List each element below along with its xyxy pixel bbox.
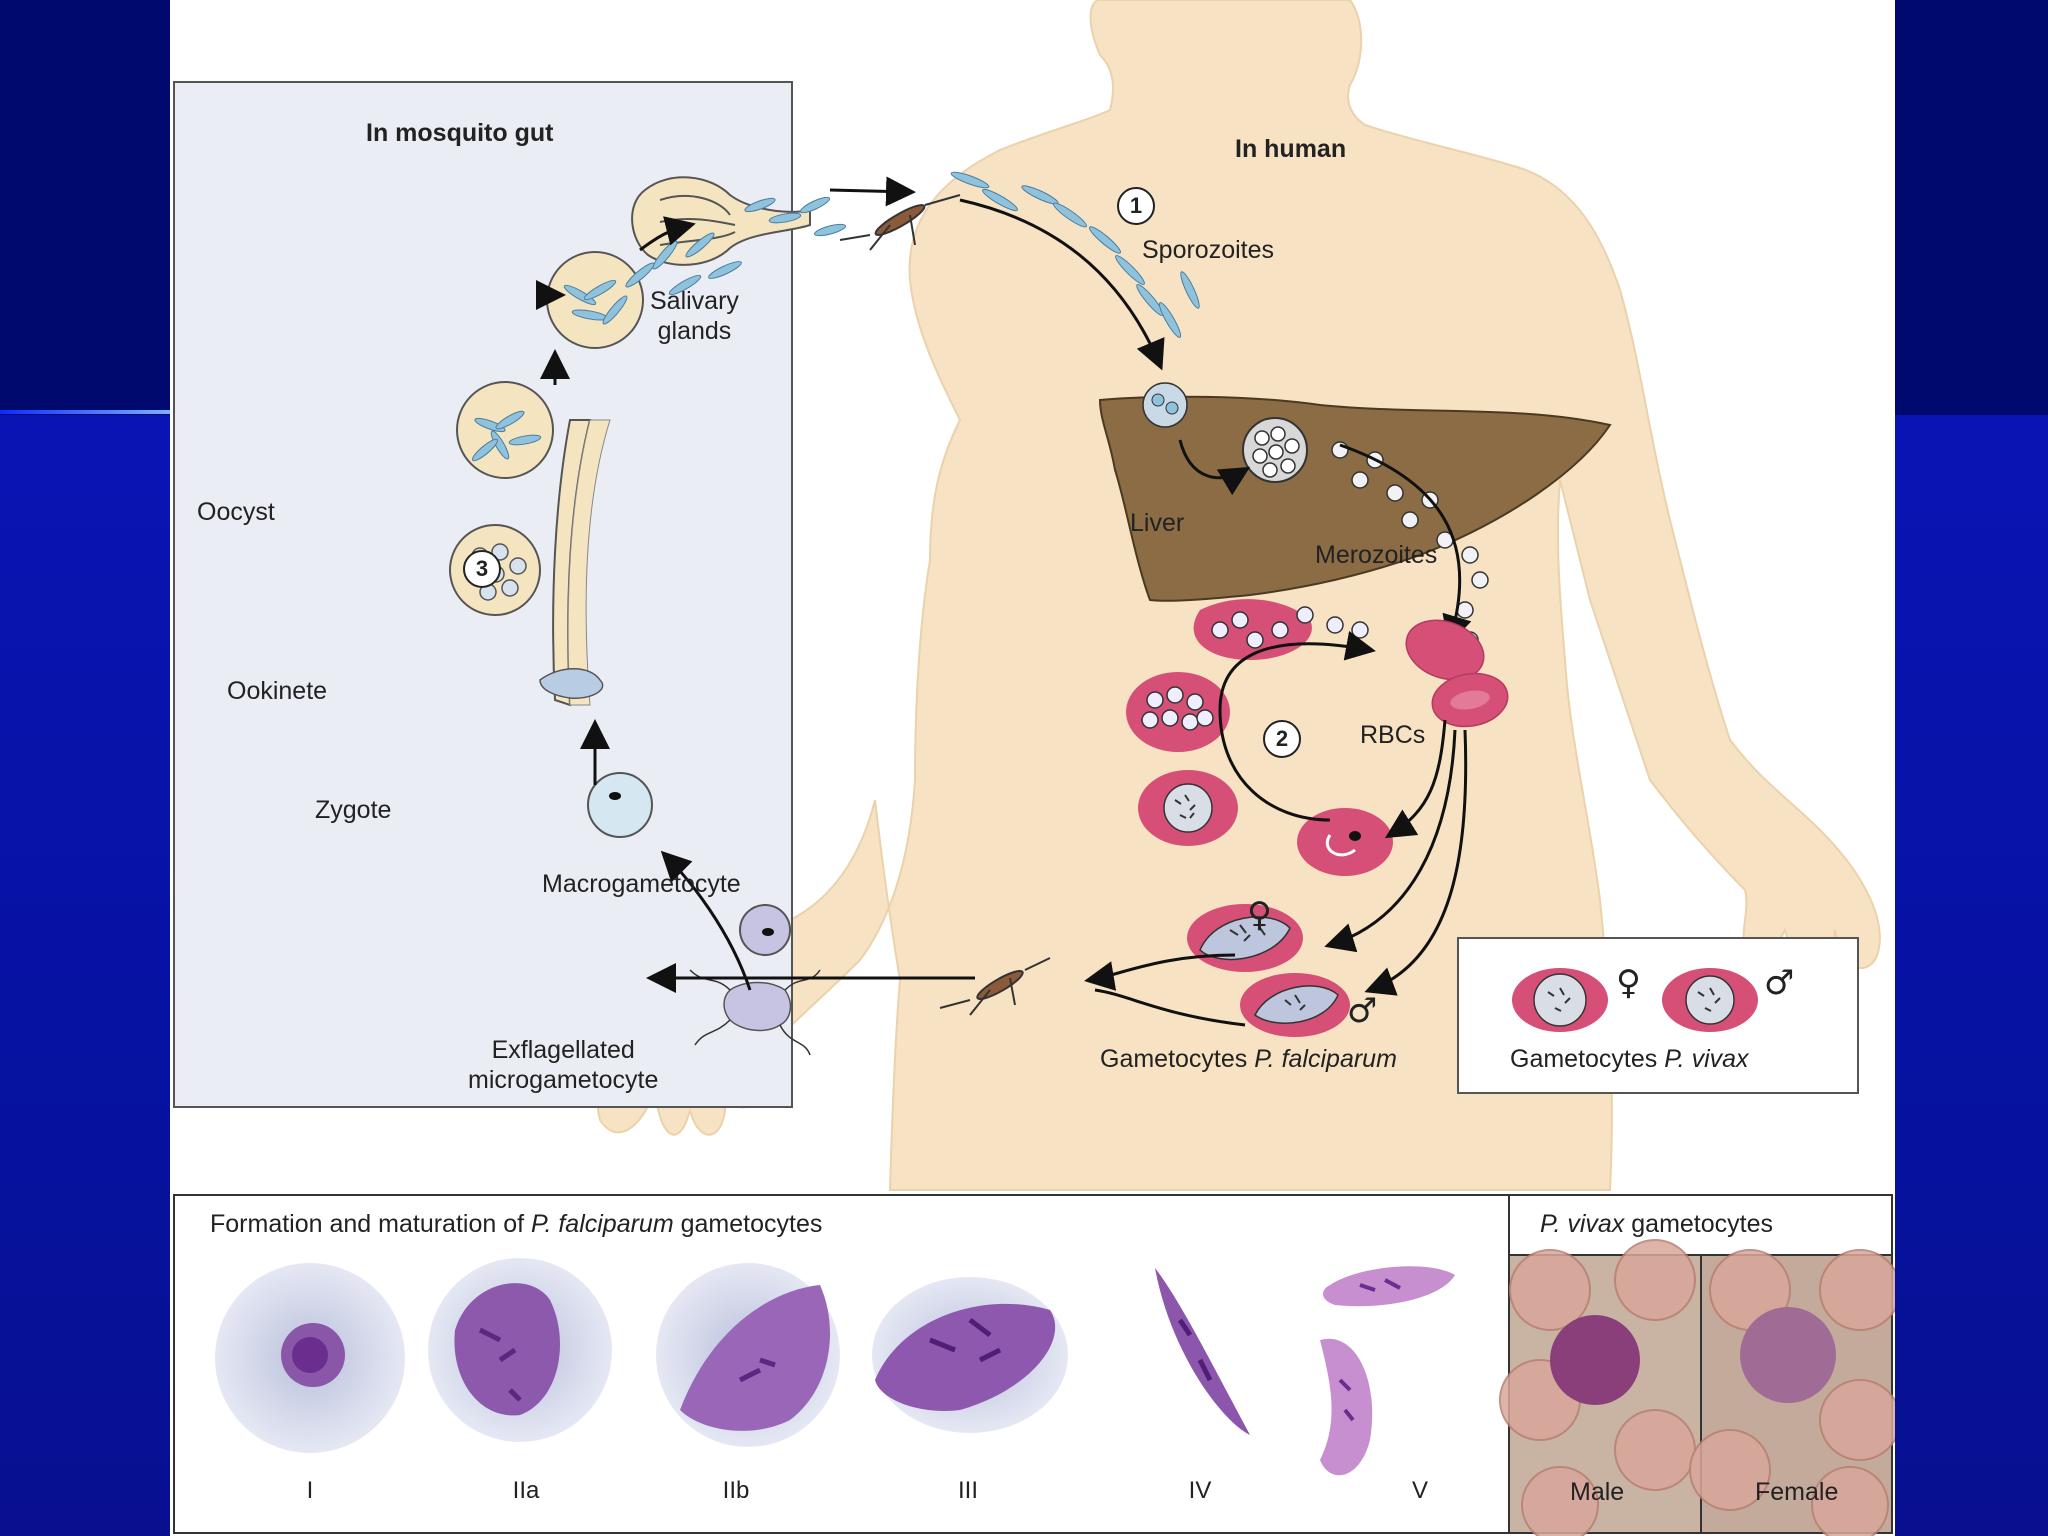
lifecycle-diagram [173, 0, 1895, 1536]
stage-label-IIb: IIb [722, 1477, 750, 1504]
falciparum-species: P. falciparum [1254, 1045, 1397, 1073]
step-1-marker: 1 [1117, 187, 1155, 225]
gametocytes-vivax-label: Gametocytes P. vivax [1510, 1044, 1749, 1074]
vivax-panel-title: P. vivax gametocytes [1540, 1210, 1773, 1239]
mosquito-bottom [939, 957, 1051, 1016]
exflagellated-label: Exflagellated microgametocyte [468, 1036, 659, 1094]
gametocytes-prefix: Gametocytes [1100, 1045, 1255, 1073]
ookinete-label: Ookinete [227, 677, 328, 705]
liver-label: Liver [1130, 509, 1185, 537]
oocyst-label: Oocyst [197, 498, 275, 526]
female-gametocyte-rbc [1187, 904, 1303, 972]
vivax-male-cell [1662, 968, 1758, 1032]
falciparum-title-prefix: Formation and maturation of [210, 1210, 531, 1238]
infected-hepatocyte-1 [1142, 382, 1188, 428]
vivax-title-species: P. vivax [1540, 1210, 1625, 1238]
in-human-title: In human [1235, 135, 1347, 163]
ruptured-oocyst [546, 232, 742, 349]
stage-III-cell [872, 1277, 1068, 1433]
stage-label-I: I [306, 1477, 314, 1504]
zygote-label: Zygote [315, 796, 392, 824]
vivax-male-label: Male [1570, 1478, 1625, 1506]
sporozoites-label: Sporozoites [1142, 236, 1275, 264]
liver-organ [1098, 395, 1612, 602]
falciparum-title-suffix: gametocytes [673, 1210, 823, 1238]
vivax-species: P. vivax [1664, 1045, 1749, 1073]
rbcs-label: RBCs [1360, 721, 1426, 749]
step-2-marker: 2 [1263, 720, 1301, 758]
female-symbol: ♀ [1247, 895, 1272, 935]
mosquito-top [839, 194, 961, 251]
stage-IIb-cell [656, 1263, 840, 1447]
ookinete-shape [539, 668, 604, 699]
microgametocyte-cell [689, 969, 821, 1056]
salivary-glands-label: Salivary glands [650, 287, 739, 345]
step-3-marker: 3 [463, 550, 501, 588]
falciparum-panel-title: Formation and maturation of P. falciparu… [210, 1210, 822, 1239]
stage-label-IIa: IIa [512, 1477, 540, 1504]
vivax-female-cell-photo [1740, 1307, 1836, 1403]
schizont-rbc [1126, 672, 1230, 752]
vivax-prefix: Gametocytes [1510, 1045, 1665, 1073]
male-symbol: ♂ [1347, 991, 1378, 1031]
ring-rbc [1297, 808, 1393, 876]
stage-V-cell [1320, 1266, 1455, 1476]
vivax-title-suffix: gametocytes [1624, 1210, 1773, 1238]
stage-I-cell [215, 1263, 405, 1453]
falciparum-title-species: P. falciparum [531, 1210, 674, 1238]
stage-label-V: V [1411, 1477, 1428, 1504]
merozoites-label: Merozoites [1315, 541, 1438, 569]
vivax-male-cell-photo [1550, 1315, 1640, 1405]
infected-hepatocyte-2 [1242, 417, 1308, 483]
male-gametocyte-rbc [1240, 973, 1350, 1037]
macrogametocyte-label: Macrogametocyte [542, 870, 741, 898]
diagram-slide: In mosquito gut Salivary glands Oocyst 3… [170, 0, 1895, 1536]
accent-line [0, 410, 175, 414]
vivax-male-symbol: ♂ [1764, 963, 1795, 1003]
stage-IIa-cell [428, 1258, 612, 1442]
vivax-female-cell [1512, 968, 1608, 1032]
macrogametocyte-cell [739, 904, 791, 956]
stage-IV-cell [1155, 1268, 1250, 1435]
vivax-female-symbol: ♀ [1616, 963, 1641, 1003]
vivax-female-label: Female [1755, 1478, 1839, 1506]
zygote-cell [587, 772, 653, 838]
trophozoite-rbc [1138, 770, 1238, 846]
mosquito-gut-title: In mosquito gut [366, 119, 554, 147]
stage-label-IV: IV [1188, 1477, 1212, 1504]
stage-label-III: III [957, 1477, 978, 1504]
gametocytes-falciparum-label: Gametocytes P. falciparum [1100, 1044, 1397, 1074]
